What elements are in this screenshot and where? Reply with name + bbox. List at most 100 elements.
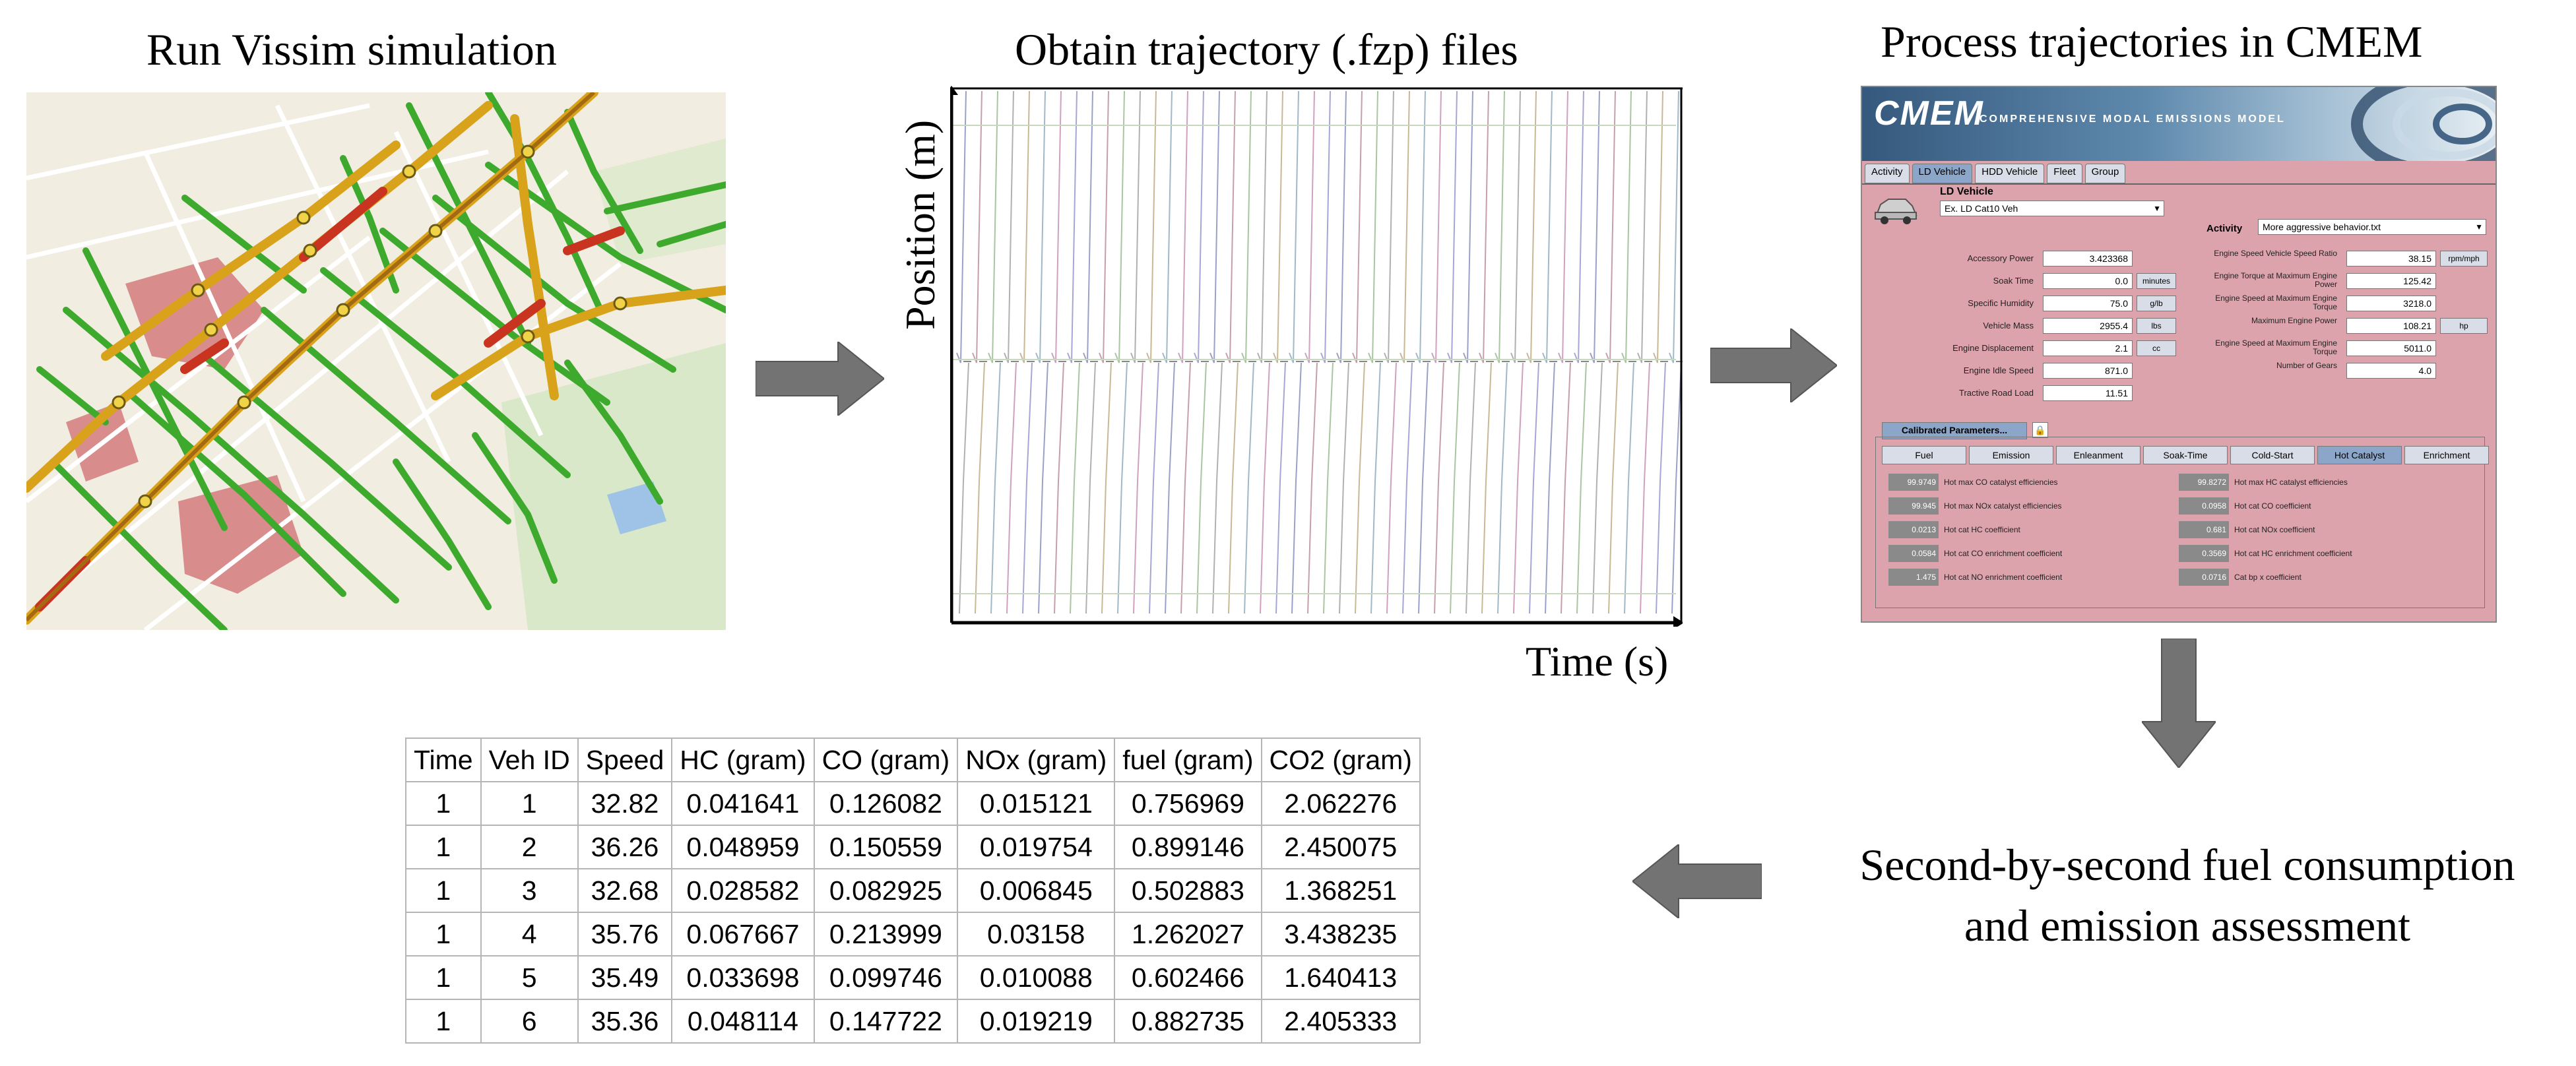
calibration-tab[interactable]: Enleanment — [2056, 446, 2141, 464]
param-unit-button[interactable]: lbs — [2137, 318, 2176, 334]
calibration-tab[interactable]: Emission — [1969, 446, 2053, 464]
param-value-field[interactable]: 3218.0 — [2346, 296, 2436, 311]
table-cell: 32.68 — [577, 868, 673, 913]
param-label: Accessory Power — [1967, 253, 2034, 263]
trajectory-line — [1481, 362, 1492, 614]
trajectory-line — [1194, 90, 1204, 363]
calibration-tab[interactable]: Enrichment — [2404, 446, 2489, 464]
coefficient-value[interactable]: 0.0584 — [1888, 545, 1939, 562]
param-value-field[interactable]: 4.0 — [2346, 363, 2436, 379]
param-value-field[interactable]: 75.0 — [2043, 296, 2133, 311]
trajectory-line — [1495, 90, 1505, 363]
table-cell: 1.368251 — [1260, 868, 1421, 913]
trajectory-line — [1054, 362, 1064, 614]
param-unit-button[interactable]: hp — [2440, 318, 2488, 334]
param-value-field[interactable]: 0.0 — [2043, 273, 2133, 289]
cmem-banner: CMEM COMPREHENSIVE MODAL EMISSIONS MODEL — [1862, 87, 2496, 161]
trajectory-line — [1561, 362, 1571, 614]
param-unit-button[interactable]: minutes — [2137, 273, 2176, 289]
param-value-field[interactable]: 871.0 — [2043, 363, 2133, 379]
param-value-field[interactable]: 3.423368 — [2043, 251, 2133, 266]
calibrated-parameters-button[interactable]: Calibrated Parameters... — [1882, 422, 2027, 439]
table-cell: 0.899146 — [1114, 825, 1262, 869]
road-network-map — [26, 92, 726, 630]
trajectory-ylabel: Position (m) — [897, 119, 944, 330]
coefficient-value[interactable]: 0.0958 — [2179, 497, 2229, 515]
table-cell: 5 — [480, 955, 579, 1000]
coefficient-label: Hot cat CO coefficient — [2234, 501, 2311, 511]
trajectory-line — [1479, 90, 1489, 363]
trajectory-xlabel: Time (s) — [1526, 638, 1669, 685]
step4-title-line2: and emission assessment — [1964, 900, 2411, 951]
chevron-down-icon: ▼ — [2153, 204, 2161, 213]
x-axis-arrow — [1673, 616, 1684, 629]
param-label: Engine Speed Vehicle Speed Ratio — [2214, 249, 2337, 258]
trajectory-line — [1099, 90, 1109, 363]
trajectory-line — [1275, 362, 1286, 614]
table-cell: 2 — [480, 825, 579, 869]
coefficient-value[interactable]: 0.0716 — [2179, 569, 2229, 586]
param-unit-button[interactable]: g/lb — [2137, 296, 2176, 311]
trajectory-line — [1289, 90, 1299, 363]
param-value-field[interactable]: 11.51 — [2043, 385, 2133, 401]
trajectory-line — [1545, 362, 1555, 614]
lock-icon[interactable]: 🔒 — [2032, 422, 2048, 438]
trajectory-line — [990, 362, 1001, 614]
tab-activity[interactable]: Activity — [1865, 164, 1910, 183]
coefficient-value[interactable]: 0.3569 — [2179, 545, 2229, 562]
table-cell: 6 — [480, 999, 579, 1044]
tab-ld-vehicle[interactable]: LD Vehicle — [1912, 164, 1973, 183]
flow-arrow-right-1 — [756, 342, 884, 416]
coefficient-value[interactable]: 0.681 — [2179, 521, 2229, 538]
trajectory-line — [1463, 90, 1473, 363]
vehicle-select[interactable]: Ex. LD Cat10 Veh ▼ — [1940, 201, 2164, 216]
trajectory-line — [1225, 90, 1236, 363]
calibration-tab[interactable]: Fuel — [1882, 446, 1966, 464]
trajectory-line — [1400, 90, 1410, 363]
tab-group[interactable]: Group — [2084, 164, 2126, 183]
trajectory-line — [1244, 362, 1254, 614]
trajectory-line — [1576, 362, 1587, 614]
param-label: Engine Torque at Maximum Engine Power — [2214, 271, 2337, 289]
param-value-field[interactable]: 108.21 — [2346, 318, 2436, 334]
cmem-main-tabs: Activity LD Vehicle HDD Vehicle Fleet Gr… — [1865, 164, 2126, 183]
trajectory-line — [1307, 362, 1318, 614]
step2-title: Obtain trajectory (.fzp) files — [1015, 24, 1518, 75]
param-value-field[interactable]: 2.1 — [2043, 340, 2133, 356]
table-header-cell: HC (gram) — [671, 737, 815, 782]
tab-fleet[interactable]: Fleet — [2047, 164, 2082, 183]
calibration-tab[interactable]: Soak-Time — [2143, 446, 2228, 464]
trajectory-line — [1130, 90, 1141, 363]
trajectory-line — [1257, 90, 1268, 363]
trajectory-line — [1165, 362, 1175, 614]
coefficient-value[interactable]: 99.945 — [1888, 497, 1939, 515]
calibration-tab[interactable]: Hot Catalyst — [2317, 446, 2402, 464]
table-cell: 0.028582 — [671, 868, 815, 913]
param-value-field[interactable]: 38.15 — [2346, 251, 2436, 266]
table-cell: 0.082925 — [813, 868, 959, 913]
activity-select[interactable]: More aggressive behavior.txt ▼ — [2258, 219, 2486, 235]
param-unit-button[interactable]: rpm/mph — [2440, 251, 2488, 266]
coefficient-label: Hot max NOx catalyst efficiencies — [1944, 501, 2062, 511]
trajectory-line — [1114, 90, 1125, 363]
table-cell: 1.262027 — [1114, 912, 1262, 956]
tab-hdd-vehicle[interactable]: HDD Vehicle — [1975, 164, 2045, 183]
trajectory-line — [1542, 90, 1553, 363]
param-unit-button[interactable]: cc — [2137, 340, 2176, 356]
param-value-field[interactable]: 125.42 — [2346, 273, 2436, 289]
cmem-subtitle: COMPREHENSIVE MODAL EMISSIONS MODEL — [1980, 113, 2286, 125]
trajectory-line — [1608, 362, 1619, 614]
activity-select-value: More aggressive behavior.txt — [2263, 222, 2381, 232]
coefficient-value[interactable]: 0.0213 — [1888, 521, 1939, 538]
table-cell: 0.048959 — [671, 825, 815, 869]
coefficient-value[interactable]: 99.9749 — [1888, 474, 1939, 491]
table-cell: 0.010088 — [957, 955, 1116, 1000]
param-value-field[interactable]: 5011.0 — [2346, 340, 2436, 356]
param-value-field[interactable]: 2955.4 — [2043, 318, 2133, 334]
coefficient-value[interactable]: 1.475 — [1888, 569, 1939, 586]
trajectory-line — [1149, 362, 1159, 614]
coefficient-value[interactable]: 99.8272 — [2179, 474, 2229, 491]
calibration-tab[interactable]: Cold-Start — [2230, 446, 2315, 464]
